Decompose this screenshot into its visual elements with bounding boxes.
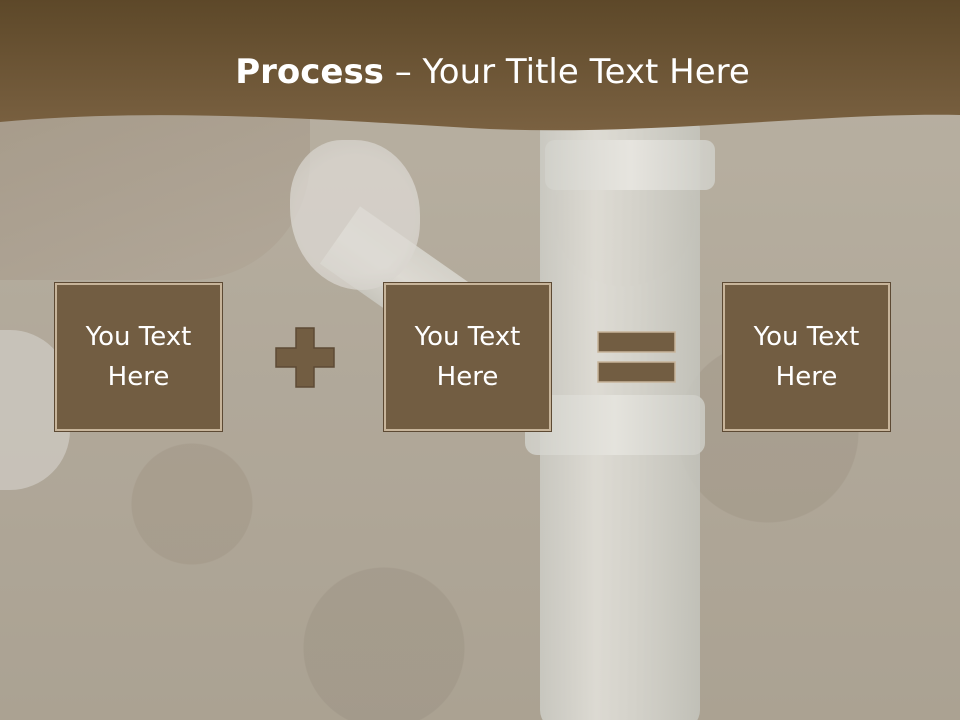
pipe-joint-bottom (525, 395, 705, 455)
slide-title-rest: – Your Title Text Here (383, 52, 750, 92)
header-wave-shape (0, 0, 960, 131)
pipe-joint-top (545, 140, 715, 190)
text-box-2: You Text Here (383, 282, 552, 432)
work-glove (290, 140, 420, 290)
plus-icon (275, 327, 335, 388)
worker-sleeve (0, 110, 310, 280)
slide-title: Process – Your Title Text Here (0, 52, 960, 92)
slide-title-bold: Process (235, 52, 384, 92)
text-box-2-label: You Text Here (414, 322, 521, 392)
text-box-1-label: You Text Here (85, 322, 192, 392)
text-box-3: You Text Here (722, 282, 891, 432)
text-box-3-label: You Text Here (753, 322, 860, 392)
equals-icon (597, 331, 676, 383)
text-box-1: You Text Here (54, 282, 223, 432)
header-band: Process – Your Title Text Here (0, 0, 960, 140)
